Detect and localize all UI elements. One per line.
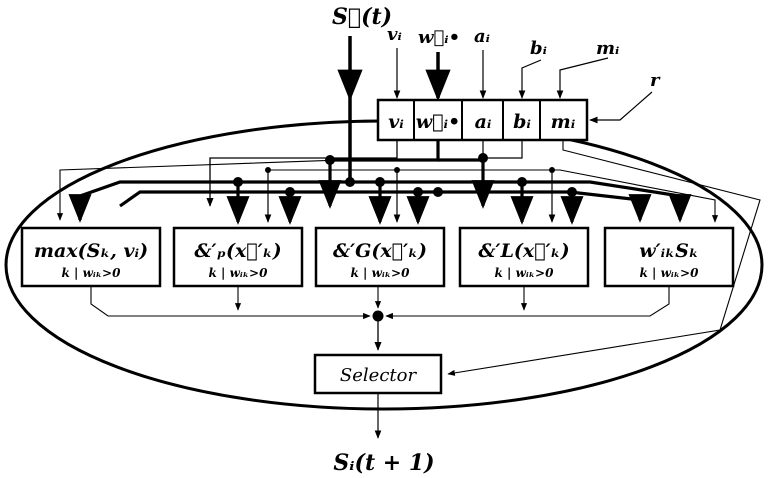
register-cell-b: bᵢ [513,111,531,133]
input-a-label: aᵢ [474,26,490,47]
block-and-p: &′ₚ(x⃗′ₖ) k | wᵢₖ>0 [172,226,304,288]
input-v-label: vᵢ [387,24,402,45]
block-and-g-condition: k | wᵢₖ>0 [351,266,411,280]
register-cell-w: w⃗ᵢ• [416,111,460,133]
block-weighted-sum-condition: k | wᵢₖ>0 [640,266,700,280]
signal-bus [56,140,761,376]
block-max-condition: k | wᵢₖ>0 [62,266,122,280]
arrow-r-in [589,91,653,124]
arrow-m-in [556,57,609,99]
register-cell-a: aᵢ [475,111,492,133]
arrow-b-in [518,59,542,99]
block-weighted-sum-formula: w′ᵢₖSₖ [639,240,699,262]
register-cell-m: mᵢ [551,111,576,133]
block-and-g: &′G(x⃗′ₖ) k | wᵢₖ>0 [314,226,446,288]
input-b-label: bᵢ [530,38,547,59]
parameter-register: vᵢ w⃗ᵢ• aᵢ bᵢ mᵢ [376,98,589,142]
input-m-label: mᵢ [596,38,619,59]
block-max: max(Sₖ, vᵢ) k | wᵢₖ>0 [20,226,162,288]
block-and-l: &′L(x⃗′ₖ) k | wᵢₖ>0 [458,226,590,288]
junction-dots [233,153,577,197]
block-and-l-condition: k | wᵢₖ>0 [495,266,555,280]
block-max-formula: max(Sₖ, vᵢ) [34,240,148,262]
output-junction [372,310,384,322]
selector-label: Selector [340,365,418,386]
output-collector [90,286,670,351]
register-cell-v: vᵢ [388,111,404,133]
block-and-p-condition: k | wᵢₖ>0 [209,266,269,280]
block-and-p-formula: &′ₚ(x⃗′ₖ) [194,240,281,262]
block-and-l-formula: &′L(x⃗′ₖ) [478,240,569,262]
input-r-label: r [650,70,661,91]
block-weighted-sum: w′ᵢₖSₖ k | wᵢₖ>0 [603,226,735,288]
output-label: Sᵢ(t + 1) [333,450,434,476]
selector-box: Selector [313,353,443,395]
input-signal-label: S⃗(t) [332,4,392,30]
block-and-g-formula: &′G(x⃗′ₖ) [333,240,427,262]
input-w-label: w⃗ᵢ• [418,27,460,48]
